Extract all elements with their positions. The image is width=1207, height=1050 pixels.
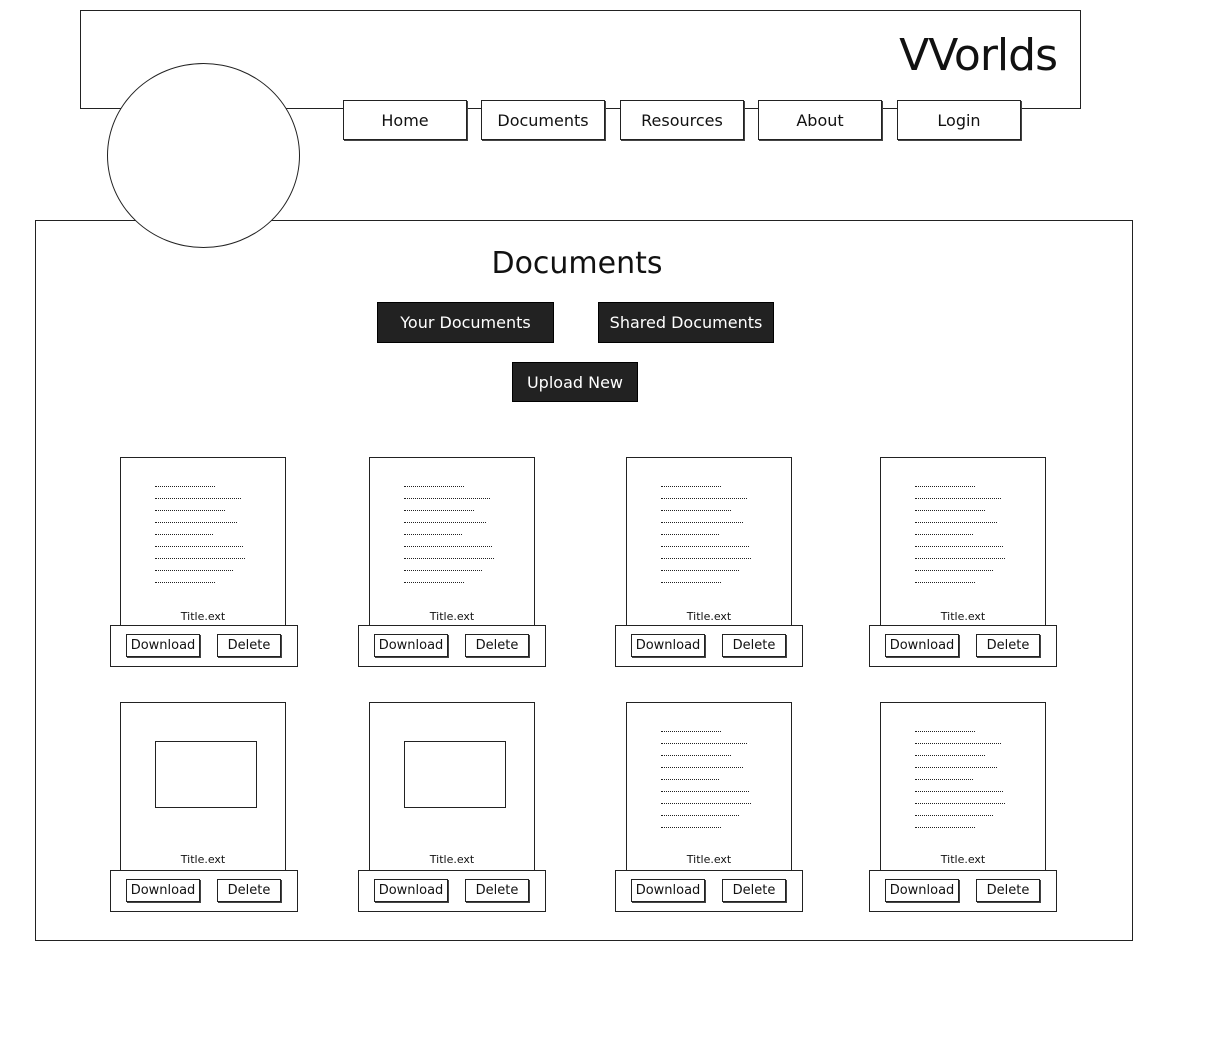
- nav-home-button[interactable]: Home: [343, 100, 467, 140]
- text-file-thumbnail[interactable]: Title.ext: [880, 457, 1046, 629]
- document-action-bar: Download Delete: [110, 625, 298, 667]
- download-button[interactable]: Download: [374, 879, 448, 902]
- text-lines-icon: [661, 731, 751, 839]
- document-action-bar: Download Delete: [358, 625, 546, 667]
- document-title: Title.ext: [686, 853, 732, 866]
- image-file-thumbnail[interactable]: Title.ext: [120, 702, 286, 874]
- nav-login-button[interactable]: Login: [897, 100, 1021, 140]
- text-lines-icon: [915, 731, 1005, 839]
- tab-shared-documents[interactable]: Shared Documents: [598, 302, 774, 343]
- image-file-thumbnail[interactable]: Title.ext: [369, 702, 535, 874]
- download-button[interactable]: Download: [374, 634, 448, 657]
- document-action-bar: Download Delete: [869, 625, 1057, 667]
- text-file-thumbnail[interactable]: Title.ext: [120, 457, 286, 629]
- upload-new-button[interactable]: Upload New: [512, 362, 638, 402]
- delete-button[interactable]: Delete: [465, 879, 529, 902]
- document-title: Title.ext: [180, 610, 226, 623]
- text-file-thumbnail[interactable]: Title.ext: [626, 457, 792, 629]
- text-file-thumbnail[interactable]: Title.ext: [626, 702, 792, 874]
- download-button[interactable]: Download: [631, 634, 705, 657]
- page-title: Documents: [491, 246, 663, 281]
- download-button[interactable]: Download: [885, 879, 959, 902]
- nav-documents-button[interactable]: Documents: [481, 100, 605, 140]
- delete-button[interactable]: Delete: [465, 634, 529, 657]
- document-title: Title.ext: [940, 610, 986, 623]
- delete-button[interactable]: Delete: [722, 634, 786, 657]
- brand-title: VVorlds: [899, 30, 1058, 81]
- document-title: Title.ext: [180, 853, 226, 866]
- tab-your-documents[interactable]: Your Documents: [377, 302, 554, 343]
- nav-resources-button[interactable]: Resources: [620, 100, 744, 140]
- image-placeholder-icon: [404, 741, 506, 808]
- document-title: Title.ext: [429, 610, 475, 623]
- text-file-thumbnail[interactable]: Title.ext: [369, 457, 535, 629]
- text-lines-icon: [155, 486, 245, 594]
- download-button[interactable]: Download: [631, 879, 705, 902]
- download-button[interactable]: Download: [885, 634, 959, 657]
- text-lines-icon: [404, 486, 494, 594]
- download-button[interactable]: Download: [126, 634, 200, 657]
- image-placeholder-icon: [155, 741, 257, 808]
- nav-about-button[interactable]: About: [758, 100, 882, 140]
- document-action-bar: Download Delete: [869, 870, 1057, 912]
- document-action-bar: Download Delete: [110, 870, 298, 912]
- logo-placeholder: [107, 63, 300, 248]
- delete-button[interactable]: Delete: [976, 634, 1040, 657]
- text-file-thumbnail[interactable]: Title.ext: [880, 702, 1046, 874]
- document-action-bar: Download Delete: [615, 870, 803, 912]
- delete-button[interactable]: Delete: [217, 879, 281, 902]
- download-button[interactable]: Download: [126, 879, 200, 902]
- delete-button[interactable]: Delete: [722, 879, 786, 902]
- document-action-bar: Download Delete: [358, 870, 546, 912]
- document-title: Title.ext: [686, 610, 732, 623]
- delete-button[interactable]: Delete: [976, 879, 1040, 902]
- document-action-bar: Download Delete: [615, 625, 803, 667]
- document-title: Title.ext: [940, 853, 986, 866]
- text-lines-icon: [915, 486, 1005, 594]
- text-lines-icon: [661, 486, 751, 594]
- delete-button[interactable]: Delete: [217, 634, 281, 657]
- document-title: Title.ext: [429, 853, 475, 866]
